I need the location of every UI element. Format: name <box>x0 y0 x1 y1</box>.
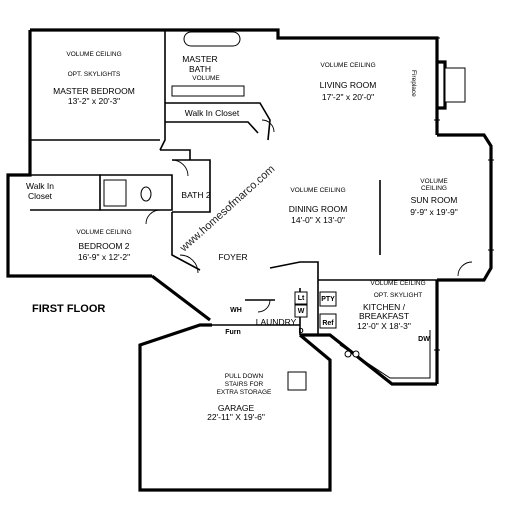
garage-stairs-note-1: PULL DOWN <box>225 373 264 380</box>
kitchen-name-1: KITCHEN / <box>363 302 406 312</box>
foyer-name: FOYER <box>218 252 247 262</box>
garage-stairs-note-3: EXTRA STORAGE <box>217 389 272 396</box>
bedroom2-name: BEDROOM 2 <box>78 241 129 251</box>
master-bath-name-1: MASTER <box>182 54 217 64</box>
sun-room-dims: 9'-9" x 19'-9" <box>410 207 458 217</box>
dishwasher-label: DW <box>418 336 430 343</box>
bedroom2-ceiling-note: VOLUME CEILING <box>76 229 131 236</box>
master-bedroom-dims: 13'-2" x 20'-3" <box>68 96 120 106</box>
master-closet-name: Walk In Closet <box>185 108 240 118</box>
laundry-tub-label: Lt <box>298 295 305 302</box>
living-room-dims: 17'-2" x 20'-0" <box>322 92 374 102</box>
garage-stairs-note-2: STAIRS FOR <box>225 381 264 388</box>
living-room-ceiling-note: VOLUME CEILING <box>320 62 375 69</box>
dining-room-name: DINING ROOM <box>289 204 348 214</box>
windows <box>434 37 494 351</box>
garage-name: GARAGE <box>218 403 255 413</box>
sun-room-ceiling-note-1: VOLUME <box>420 178 448 185</box>
floor-label: FIRST FLOOR <box>32 303 105 315</box>
bed2-closet-line2: Closet <box>28 191 53 201</box>
master-bedroom-ceiling-note: VOLUME CEILING <box>66 51 121 58</box>
bedroom2-dims: 16'-9" x 12'-2" <box>78 252 130 262</box>
dryer-label: D <box>298 328 303 335</box>
kitchen-dims: 12'-0" X 18'-3" <box>357 321 411 331</box>
master-bedroom-skylight-note: OPT. SKYLIGHTS <box>68 71 121 78</box>
pantry-label: PTY <box>321 296 335 303</box>
washer-label: W <box>298 308 305 315</box>
exterior-walls <box>6 28 493 492</box>
dining-room-dims: 14'-0" X 13'-0" <box>291 215 345 225</box>
refrigerator-label: Ref <box>322 320 334 327</box>
watermark: www.homesofmarco.com <box>177 163 277 255</box>
kitchen-name-2: BREAKFAST <box>359 311 409 321</box>
dining-room-ceiling-note: VOLUME CEILING <box>290 187 345 194</box>
fixtures <box>103 31 466 391</box>
master-bath-name-2: BATH <box>189 64 211 74</box>
laundry-name: LAUNDRY <box>256 317 297 327</box>
master-bedroom-name: MASTER BEDROOM <box>53 86 135 96</box>
doors <box>145 119 473 313</box>
sun-room-ceiling-note-2: CEILING <box>421 185 447 192</box>
bed2-closet-line1: Walk In <box>26 181 54 191</box>
master-bath-note: VOLUME <box>192 75 220 82</box>
fireplace-label: Fireplace <box>410 70 417 97</box>
living-room-name: LIVING ROOM <box>320 80 377 90</box>
furnace-label: Furn <box>225 329 241 336</box>
sun-room-name: SUN ROOM <box>411 195 458 205</box>
bath2-name: BATH 2 <box>181 190 210 200</box>
water-heater-label: WH <box>230 307 242 314</box>
garage-dims: 22'-11" X 19'-6" <box>207 412 265 422</box>
kitchen-skylight-note: OPT. SKYLIGHT <box>374 292 422 299</box>
kitchen-ceiling-note: VOLUME CEILING <box>370 280 425 287</box>
interior-walls <box>8 30 437 335</box>
